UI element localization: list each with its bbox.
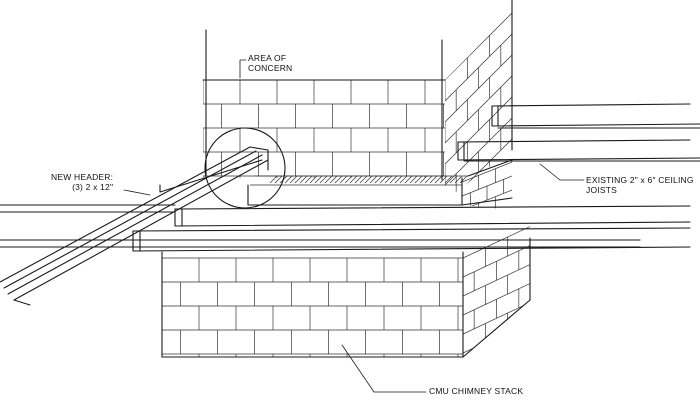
main-beam-top: [132, 227, 691, 232]
mortar-course: [463, 226, 530, 259]
mid-beam-top: [174, 205, 691, 210]
area-of-concern-label: AREA OF CONCERN: [248, 53, 292, 73]
hatch-stroke: [419, 175, 428, 184]
header-bottom-edge: [13, 299, 31, 306]
hatch-stroke: [374, 175, 383, 184]
new-header-line-1: NEW HEADER:: [51, 172, 114, 182]
main-beam-face: [132, 230, 691, 252]
upper-right-joist-face: [491, 105, 700, 127]
mortar-course: [445, 180, 512, 200]
lower-right-joist-top: [457, 139, 691, 143]
floor-plate: [247, 184, 463, 206]
chimney-stack-line-1: CMU CHIMNEY STACK: [429, 386, 524, 396]
hatch-stroke: [274, 175, 283, 184]
hatch-stroke: [294, 175, 303, 184]
upper-chimney-side-bricks: [445, 12, 512, 200]
hatch-stroke: [449, 175, 458, 184]
hatch-stroke: [269, 175, 278, 184]
hatch-stroke: [424, 175, 433, 184]
mortar-course: [445, 54, 512, 123]
mortar-course: [445, 12, 512, 81]
lower-chimney-base-side: [462, 299, 531, 358]
hatch-stroke: [304, 175, 313, 184]
area-of-concern-line-2: CONCERN: [248, 63, 293, 73]
hatch-stroke: [289, 175, 298, 184]
mortar-course: [462, 161, 512, 183]
ceiling-joists-line-1: EXISTING 2" x 6" CEILING: [586, 175, 694, 185]
header-board-4: [13, 159, 269, 301]
hatch-stroke: [339, 175, 348, 184]
mortar-course: [445, 96, 512, 165]
upper-right-joist-top: [491, 103, 691, 107]
hatch-stroke: [369, 175, 378, 184]
hatch-stroke: [344, 175, 353, 184]
hatch-stroke: [414, 175, 423, 184]
hatch-stroke: [404, 175, 413, 184]
hatch-stroke: [284, 175, 293, 184]
hatch-stroke: [454, 175, 463, 184]
header-board-2: [3, 150, 257, 289]
header-board-1: [0, 146, 251, 283]
floor-level-side-bricks: [462, 161, 512, 210]
hatch-stroke: [354, 175, 363, 184]
new-header-line-2: (3) 2 x 12": [72, 182, 114, 192]
hatch-stroke: [384, 175, 393, 184]
hatch-stroke: [349, 175, 358, 184]
hatch-stroke: [379, 175, 388, 184]
lower-chimney-front-bricks: [162, 257, 463, 357]
hatch-stroke: [399, 175, 408, 184]
header-bearing-block: [159, 159, 263, 193]
area-of-concern-circle: [204, 127, 286, 209]
ceiling-joists-label: EXISTING 2" x 6" CEILING JOISTS: [586, 175, 694, 195]
area-of-concern-line-1: AREA OF: [248, 53, 287, 63]
new-header-leader: [123, 189, 151, 196]
hatch-stroke: [444, 175, 453, 184]
ceiling-joists-leader: [539, 163, 585, 181]
hatch-stroke: [434, 175, 443, 184]
area-of-concern-leader: [239, 59, 247, 79]
hatch-stroke: [334, 175, 343, 184]
header-board-3: [7, 154, 263, 295]
hatch-stroke: [359, 175, 368, 184]
hatch-stroke: [329, 175, 338, 184]
floor-plate-side-top: [467, 159, 513, 177]
mortar-course: [463, 264, 530, 297]
hatch-stroke: [459, 175, 468, 184]
hatch-stroke: [409, 175, 418, 184]
hatch-stroke: [389, 175, 398, 184]
hatch-stroke: [314, 175, 323, 184]
mortar-course: [463, 302, 530, 335]
hatch-stroke: [364, 175, 373, 184]
hatch-stroke: [324, 175, 333, 184]
header-end-cap: [249, 146, 269, 171]
hatch-stroke: [429, 175, 438, 184]
hatch-stroke: [309, 175, 318, 184]
mid-beam-face: [174, 208, 691, 227]
chimney-stack-leader: [341, 344, 427, 393]
mortar-course: [463, 340, 530, 357]
new-header-label: NEW HEADER: (3) 2 x 12": [51, 172, 113, 192]
hatch-stroke: [394, 175, 403, 184]
hatch-stroke: [299, 175, 308, 184]
hatch-stroke: [439, 175, 448, 184]
chimney-top-hatch: [250, 175, 468, 186]
ceiling-joists-line-2: JOISTS: [586, 185, 617, 195]
chimney-stack-label: CMU CHIMNEY STACK: [429, 386, 523, 396]
hatch-stroke: [319, 175, 328, 184]
floor-plate-side: [461, 197, 513, 206]
lower-right-joist-face: [457, 141, 700, 161]
